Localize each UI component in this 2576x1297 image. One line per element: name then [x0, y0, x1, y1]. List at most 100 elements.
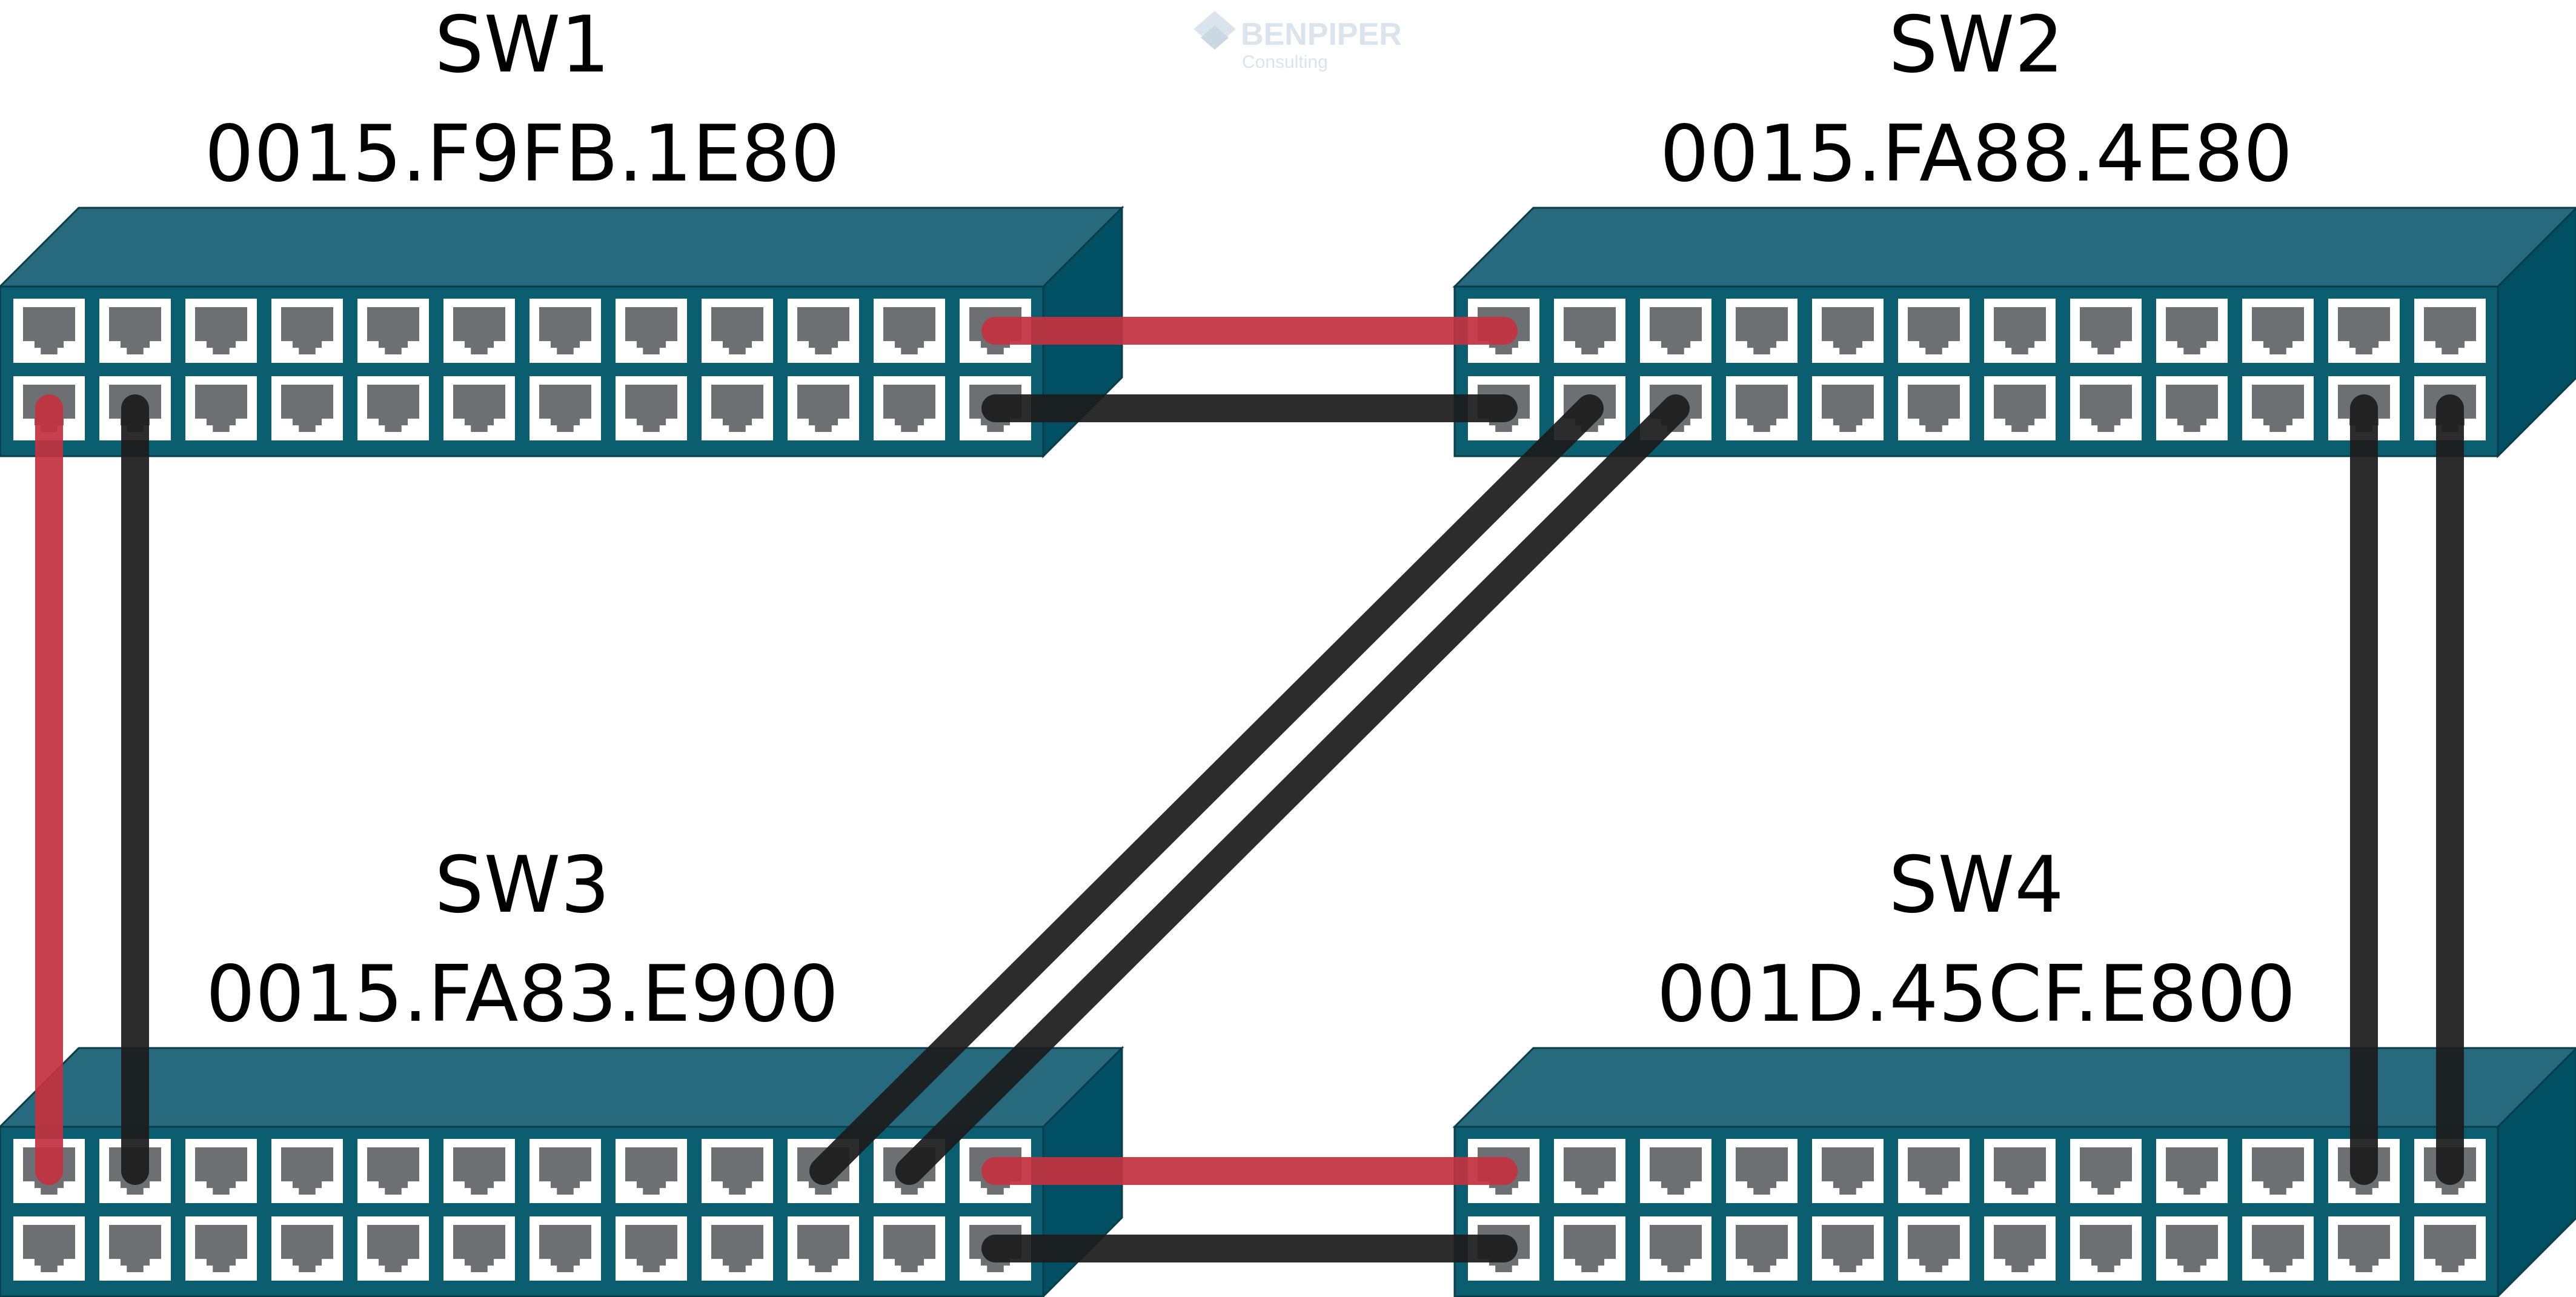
ethernet-port[interactable] — [13, 299, 85, 363]
rj45-port-icon — [1564, 307, 1616, 354]
ethernet-port[interactable] — [1812, 1216, 1884, 1281]
rj45-port-icon — [281, 1147, 333, 1195]
rj45-port-icon — [2166, 385, 2218, 432]
ethernet-port[interactable] — [788, 376, 859, 440]
rj45-port-icon — [539, 1225, 591, 1272]
ethernet-port[interactable] — [616, 376, 687, 440]
ethernet-port[interactable] — [2070, 1139, 2142, 1203]
ethernet-port[interactable] — [357, 376, 429, 440]
rj45-port-icon — [109, 307, 161, 354]
ethernet-port[interactable] — [616, 1139, 687, 1203]
ethernet-port[interactable] — [2156, 376, 2228, 440]
ethernet-port[interactable] — [2070, 299, 2142, 363]
ethernet-port[interactable] — [2242, 1216, 2314, 1281]
ethernet-port[interactable] — [702, 1139, 773, 1203]
ethernet-port[interactable] — [788, 299, 859, 363]
sw2-mac: 0015.FA88.4E80 — [1660, 109, 2293, 199]
ethernet-port[interactable] — [185, 299, 257, 363]
rj45-port-icon — [1994, 1147, 2046, 1195]
rj45-port-icon — [194, 1147, 247, 1195]
ethernet-port[interactable] — [2414, 1216, 2486, 1281]
rj45-port-icon — [2166, 307, 2218, 354]
rj45-port-icon — [23, 1225, 75, 1272]
ethernet-port[interactable] — [443, 299, 515, 363]
ethernet-port[interactable] — [1726, 376, 1798, 440]
ethernet-port[interactable] — [13, 1216, 85, 1281]
ethernet-port[interactable] — [271, 1216, 343, 1281]
ethernet-port[interactable] — [443, 1216, 515, 1281]
ethernet-port[interactable] — [1640, 1216, 1711, 1281]
ethernet-port[interactable] — [2156, 1216, 2228, 1281]
ethernet-port[interactable] — [271, 1139, 343, 1203]
ethernet-port[interactable] — [2070, 376, 2142, 440]
ethernet-port[interactable] — [874, 376, 945, 440]
ethernet-port[interactable] — [702, 299, 773, 363]
ethernet-port[interactable] — [1898, 1139, 1970, 1203]
ethernet-port[interactable] — [1726, 299, 1798, 363]
ethernet-port[interactable] — [1726, 1139, 1798, 1203]
rj45-port-icon — [2424, 1225, 2476, 1272]
ethernet-port[interactable] — [1640, 1139, 1711, 1203]
ethernet-port[interactable] — [2070, 1216, 2142, 1281]
rj45-port-icon — [2080, 307, 2132, 354]
ethernet-port[interactable] — [788, 1216, 859, 1281]
ethernet-port[interactable] — [616, 1216, 687, 1281]
ethernet-port[interactable] — [1984, 1139, 2056, 1203]
ethernet-port[interactable] — [1984, 376, 2056, 440]
ethernet-port[interactable] — [1812, 376, 1884, 440]
ethernet-port[interactable] — [1812, 299, 1884, 363]
ethernet-port[interactable] — [2242, 299, 2314, 363]
ethernet-port[interactable] — [1640, 299, 1711, 363]
ethernet-port[interactable] — [529, 1216, 601, 1281]
ethernet-port[interactable] — [1898, 1216, 1970, 1281]
ethernet-port[interactable] — [357, 1139, 429, 1203]
ethernet-port[interactable] — [1984, 299, 2056, 363]
ethernet-port[interactable] — [1898, 299, 1970, 363]
ethernet-port[interactable] — [2328, 1216, 2400, 1281]
rj45-port-icon — [1736, 1225, 1788, 1272]
ethernet-port[interactable] — [2328, 299, 2400, 363]
ethernet-port[interactable] — [2242, 1139, 2314, 1203]
ethernet-port[interactable] — [1554, 1139, 1625, 1203]
ethernet-port[interactable] — [2156, 299, 2228, 363]
ethernet-port[interactable] — [99, 1216, 171, 1281]
ethernet-port[interactable] — [443, 1139, 515, 1203]
rj45-port-icon — [367, 307, 419, 354]
ethernet-port[interactable] — [702, 376, 773, 440]
rj45-port-icon — [883, 385, 935, 432]
ethernet-port[interactable] — [529, 1139, 601, 1203]
ethernet-port[interactable] — [1898, 376, 1970, 440]
rj45-port-icon — [797, 307, 849, 354]
rj45-port-icon — [711, 1225, 763, 1272]
ethernet-port[interactable] — [185, 376, 257, 440]
rj45-port-icon — [194, 307, 247, 354]
ethernet-port[interactable] — [616, 299, 687, 363]
ethernet-port[interactable] — [443, 376, 515, 440]
link-sw2-sw3 — [895, 394, 1690, 1185]
ethernet-port[interactable] — [271, 299, 343, 363]
ethernet-port[interactable] — [2414, 299, 2486, 363]
ethernet-port[interactable] — [271, 376, 343, 440]
sw3-mac: 0015.FA83.E900 — [206, 949, 839, 1040]
sw4-switch — [1452, 1047, 2576, 1297]
ethernet-port[interactable] — [874, 299, 945, 363]
ethernet-port[interactable] — [529, 376, 601, 440]
ethernet-port[interactable] — [1554, 1216, 1625, 1281]
rj45-port-icon — [2252, 385, 2304, 432]
ethernet-port[interactable] — [1554, 299, 1625, 363]
ethernet-port[interactable] — [99, 299, 171, 363]
ethernet-port[interactable] — [1726, 1216, 1798, 1281]
ethernet-port[interactable] — [2156, 1139, 2228, 1203]
ethernet-port[interactable] — [529, 299, 601, 363]
ethernet-port[interactable] — [2242, 376, 2314, 440]
ethernet-port[interactable] — [185, 1139, 257, 1203]
ethernet-port[interactable] — [1812, 1139, 1884, 1203]
ethernet-port[interactable] — [185, 1216, 257, 1281]
ethernet-port[interactable] — [702, 1216, 773, 1281]
ethernet-port[interactable] — [1984, 1216, 2056, 1281]
switch-labels: SW1 0015.F9FB.1E80 SW2 0015.FA88.4E80 SW… — [205, 0, 2296, 1040]
rj45-port-icon — [1908, 1225, 1960, 1272]
ethernet-port[interactable] — [357, 299, 429, 363]
ethernet-port[interactable] — [357, 1216, 429, 1281]
ethernet-port[interactable] — [874, 1216, 945, 1281]
